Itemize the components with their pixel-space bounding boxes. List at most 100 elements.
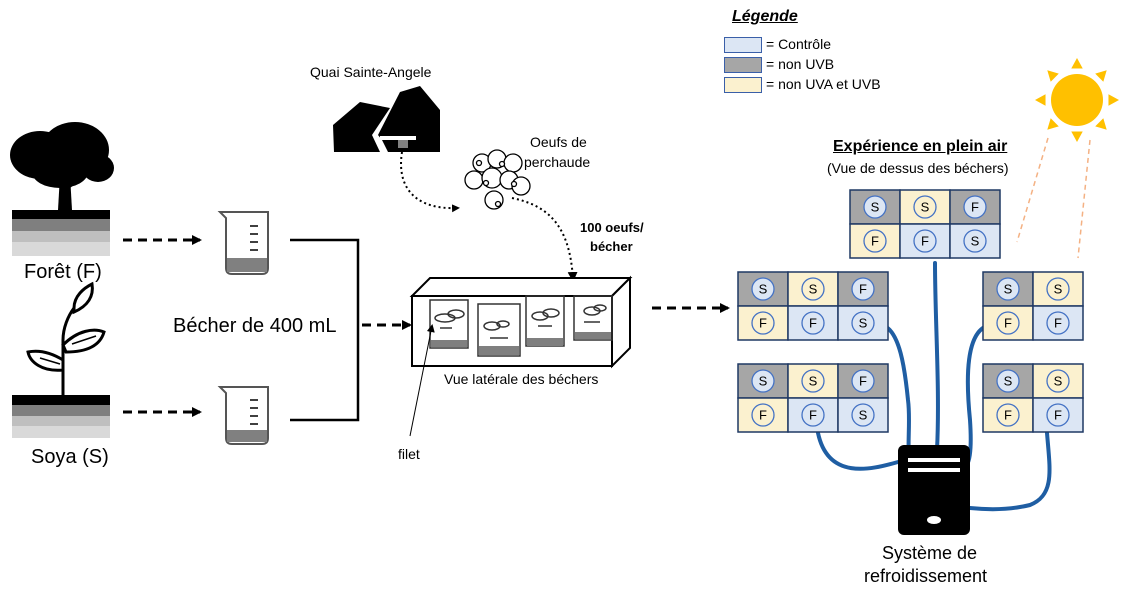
beaker-label: Bécher de 400 mL bbox=[173, 315, 337, 337]
beaker-cell-letter: F bbox=[1004, 316, 1012, 331]
beaker-cell: F bbox=[1032, 305, 1084, 341]
beaker-cell: F bbox=[787, 397, 839, 433]
eggs-label-line2: perchaude bbox=[524, 154, 591, 170]
beaker-cell: F bbox=[837, 363, 889, 399]
soy-plant-icon bbox=[26, 281, 106, 395]
beaker-cell: F bbox=[1032, 397, 1084, 433]
net-pointer bbox=[409, 324, 435, 437]
beaker-cell: F bbox=[737, 305, 789, 341]
soil-layers bbox=[12, 395, 110, 438]
beaker-cell: F bbox=[849, 223, 901, 259]
beaker-cell-letter: F bbox=[1004, 408, 1012, 423]
beaker-grid: S S F F F S bbox=[849, 189, 1001, 259]
sun-icon bbox=[1035, 58, 1119, 142]
eggs-to-tank-arrow bbox=[511, 197, 578, 282]
sun-ray-line bbox=[1077, 139, 1091, 259]
sun-ray bbox=[1071, 58, 1083, 69]
beaker-cell-letter: F bbox=[809, 408, 817, 423]
beaker-cell: S bbox=[837, 305, 889, 341]
tree-icon bbox=[10, 122, 114, 256]
beaker-cell-letter: S bbox=[871, 200, 880, 215]
beaker-cell: F bbox=[982, 305, 1034, 341]
sun-ray-line bbox=[1016, 137, 1049, 243]
beaker-cell-letter: F bbox=[1054, 316, 1062, 331]
beaker-cell: S bbox=[849, 189, 901, 225]
sun-ray bbox=[1108, 94, 1119, 106]
beaker-cell-letter: S bbox=[759, 282, 768, 297]
sun-ray bbox=[1035, 94, 1046, 106]
site-label: Quai Sainte-Angele bbox=[310, 64, 432, 80]
sun-ray bbox=[1047, 118, 1059, 130]
beaker-grid: S S F F bbox=[982, 271, 1084, 341]
beaker-cell-letter: F bbox=[921, 234, 929, 249]
sun-ray bbox=[1095, 118, 1107, 130]
cooling-label-line2: refroidissement bbox=[864, 566, 988, 586]
beaker-cell: S bbox=[1032, 363, 1084, 399]
sun-ray bbox=[1047, 70, 1059, 82]
beaker-cell: F bbox=[837, 271, 889, 307]
beaker-cell: S bbox=[787, 271, 839, 307]
beaker-icon bbox=[217, 211, 269, 275]
beaker-cell-letter: S bbox=[759, 374, 768, 389]
beaker-cell-letter: F bbox=[759, 316, 767, 331]
beaker-cell-letter: F bbox=[1054, 408, 1062, 423]
beaker-cell: S bbox=[1032, 271, 1084, 307]
beaker-cell-letter: S bbox=[809, 374, 818, 389]
cooling-tower-icon bbox=[898, 445, 970, 535]
beaker-cell: F bbox=[949, 189, 1001, 225]
cooling-label-line1: Système de bbox=[882, 543, 978, 563]
beaker-cell: S bbox=[949, 223, 1001, 259]
net-label: filet bbox=[398, 446, 420, 462]
beaker-cell-letter: F bbox=[859, 282, 867, 297]
legend-swatch-non-uva-uvb bbox=[724, 77, 762, 93]
beaker-cell-letter: F bbox=[971, 200, 979, 215]
sun-ray bbox=[1071, 131, 1083, 142]
beaker-cell: F bbox=[899, 223, 951, 259]
beaker-cell-letter: S bbox=[859, 316, 868, 331]
beaker-cell-letter: S bbox=[971, 234, 980, 249]
beaker-cell-letter: S bbox=[1004, 282, 1013, 297]
eggs-count-line2: bécher bbox=[590, 239, 633, 254]
beaker-cell-letter: S bbox=[1054, 374, 1063, 389]
beaker-cell: S bbox=[982, 363, 1034, 399]
outdoor-subtitle: (Vue de dessus des béchers) bbox=[827, 160, 1009, 176]
beaker-grid: S S F F F S bbox=[737, 363, 889, 433]
beaker-cell-letter: S bbox=[1004, 374, 1013, 389]
beaker-cell: S bbox=[837, 397, 889, 433]
beaker-cell-letter: S bbox=[1054, 282, 1063, 297]
beaker-cell-letter: S bbox=[859, 408, 868, 423]
beaker-cell-letter: F bbox=[759, 408, 767, 423]
beaker-cell: S bbox=[737, 271, 789, 307]
beaker-cell-letter: S bbox=[921, 200, 930, 215]
beaker-cell-letter: F bbox=[871, 234, 879, 249]
beaker-cell-letter: F bbox=[859, 374, 867, 389]
beaker-cell-letter: F bbox=[809, 316, 817, 331]
perch-eggs-icon bbox=[464, 149, 531, 210]
side-view-label: Vue latérale des béchers bbox=[444, 371, 599, 387]
sun-ray bbox=[1095, 70, 1107, 82]
quai-building-icon bbox=[333, 86, 440, 152]
outdoor-title: Expérience en plein air bbox=[833, 138, 1008, 155]
legend-label-controle: = Contrôle bbox=[766, 36, 831, 52]
forest-label: Forêt (F) bbox=[24, 261, 102, 283]
eggs-label-line1: Oeufs de bbox=[530, 134, 587, 150]
beaker-grid: S S F F bbox=[982, 363, 1084, 433]
tank-beakers bbox=[429, 295, 613, 357]
site-to-eggs-arrow bbox=[400, 151, 460, 213]
merge-bracket bbox=[290, 238, 360, 422]
legend-title: Légende bbox=[732, 8, 798, 25]
beaker-cell: F bbox=[737, 397, 789, 433]
eggs-count-line1: 100 oeufs/ bbox=[580, 220, 644, 235]
beaker-cell: S bbox=[899, 189, 951, 225]
legend-swatch-controle bbox=[724, 37, 762, 53]
beaker-cell: F bbox=[787, 305, 839, 341]
beaker-cell: S bbox=[787, 363, 839, 399]
beaker-cell: F bbox=[982, 397, 1034, 433]
beaker-icon bbox=[217, 386, 269, 445]
legend-label-non-uvb: = non UVB bbox=[766, 56, 835, 72]
beaker-cell: S bbox=[982, 271, 1034, 307]
legend-swatch-non-uvb bbox=[724, 57, 762, 73]
beaker-cell: S bbox=[737, 363, 789, 399]
